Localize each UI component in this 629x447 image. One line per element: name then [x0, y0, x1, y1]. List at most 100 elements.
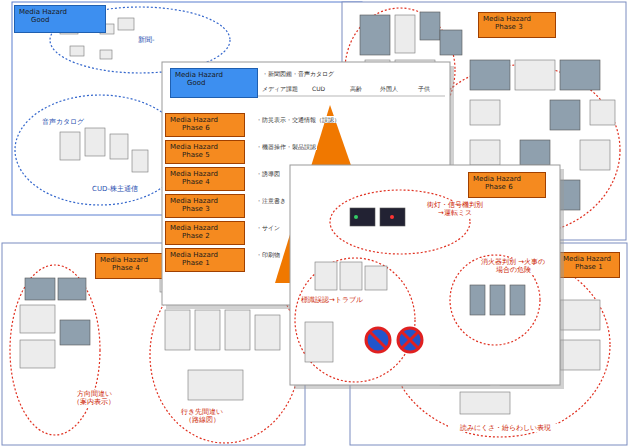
box-subtitle: Good: [175, 79, 253, 87]
annotation-text: ・サイン: [255, 224, 281, 231]
box-subtitle: Phase 6: [170, 124, 240, 132]
dotted-ellipse: [295, 258, 415, 382]
thumbnail: [550, 100, 580, 130]
thumbnail: [305, 322, 333, 362]
annotation-text: 子供: [418, 85, 430, 92]
annotation-text: CUD-株主通信: [92, 185, 138, 193]
thumbnail: [315, 262, 337, 290]
thumbnail: [255, 315, 280, 350]
thumbnail: [225, 310, 250, 350]
thumbnail: [460, 392, 510, 414]
thumbnail: [110, 134, 128, 159]
hazard-label-box: Media HazardPhase 3: [165, 194, 245, 218]
thumbnail: [20, 305, 55, 333]
hazard-label-box: Media HazardPhase 1: [558, 252, 620, 278]
annotation-text: 標識誤認→トラブル: [300, 296, 374, 304]
box-subtitle: Phase 3: [483, 23, 551, 31]
thumbnail: [100, 50, 112, 59]
box-heading: Media Hazard: [170, 170, 240, 178]
no-parking-sign: [366, 328, 390, 352]
table-rule: [258, 96, 445, 97]
thumbnail: [20, 340, 55, 368]
annotation-text: ・誘導図: [255, 170, 281, 177]
box-subtitle: Phase 4: [100, 264, 162, 272]
annotation-text: 行き先間違い（路線図）: [178, 408, 226, 425]
thumbnail: [520, 140, 550, 165]
thumbnail: [365, 266, 387, 290]
thumbnail: [510, 285, 525, 315]
hazard-label-box: Media HazardPhase 4: [165, 167, 245, 191]
thumbnail: [580, 140, 610, 170]
annotation-text: 消火器判別 →火事の場合の危険: [478, 258, 548, 275]
annotation-text: ・防災表示・交通情報（誤認）: [255, 116, 341, 123]
signal-light: [390, 215, 394, 219]
sign-slash: [370, 332, 386, 348]
box-subtitle: Phase 1: [563, 263, 615, 271]
box-heading: Media Hazard: [170, 143, 240, 151]
hazard-label-box: Media HazardPhase 5: [165, 140, 245, 164]
signal-light: [354, 215, 358, 219]
dotted-ellipse: [330, 190, 470, 254]
hazard-label-box: Media HazardPhase 6: [468, 172, 546, 198]
thumbnail: [58, 278, 86, 300]
annotation-text: メディア課題: [262, 85, 298, 92]
thumbnail: [70, 46, 84, 56]
box-subtitle: Phase 2: [170, 232, 240, 240]
thumbnail: [188, 370, 243, 400]
annotation-text: 高齢: [350, 85, 362, 92]
annotation-text: ・新聞図鑑・音声カタログ: [262, 70, 334, 77]
annotation-text: 新聞-: [138, 36, 155, 44]
annotation-text: ・機器操作・製品誤認: [255, 143, 317, 150]
box-heading: Media Hazard: [19, 8, 101, 16]
thumbnail: [25, 278, 55, 300]
thumbnail: [118, 18, 134, 30]
annotation-text: 外国人: [380, 85, 398, 92]
thumbnail: [470, 100, 500, 125]
hazard-label-box: Media HazardPhase 6: [165, 113, 245, 137]
thumbnail: [60, 320, 90, 345]
annotation-text: 街灯・信号機判別 →運転ミス: [423, 201, 487, 218]
thumbnail: [340, 262, 362, 290]
thumbnail: [132, 150, 148, 172]
box-subtitle: Good: [19, 16, 101, 24]
box-heading: Media Hazard: [170, 224, 240, 232]
thumbnail: [360, 15, 390, 55]
dotted-ellipse: [10, 265, 100, 435]
thumbnail: [590, 100, 615, 125]
box-subtitle: Phase 6: [473, 183, 541, 191]
thumbnail: [380, 208, 405, 226]
box-subtitle: Phase 5: [170, 151, 240, 159]
annotation-text: 読みにくさ・紛らわしい表現: [448, 424, 562, 432]
thumbnail: [350, 208, 375, 226]
thumbnail: [395, 15, 415, 53]
thumbnail: [440, 30, 462, 55]
box-heading: Media Hazard: [483, 15, 551, 23]
annotation-text: ・注意書き: [255, 197, 287, 204]
thumbnail: [560, 300, 600, 330]
box-subtitle: Phase 1: [170, 259, 240, 267]
hazard-label-box: Media HazardPhase 3: [478, 12, 556, 38]
slide-frame: [290, 165, 560, 385]
thumbnail: [195, 310, 220, 350]
box-subtitle: Phase 3: [170, 205, 240, 213]
box-heading: Media Hazard: [170, 116, 240, 124]
no-stopping-sign: [398, 328, 422, 352]
thumbnail: [470, 60, 510, 90]
hazard-label-box: Media HazardPhase 4: [95, 253, 167, 279]
hazard-label-box: Media HazardGood: [170, 68, 258, 98]
thumbnail: [85, 128, 105, 156]
thumbnail: [515, 60, 555, 90]
box-subtitle: Phase 4: [170, 178, 240, 186]
annotation-text: 音声カタログ: [42, 118, 84, 126]
hazard-label-box: Media HazardPhase 1: [165, 248, 245, 272]
box-heading: Media Hazard: [170, 197, 240, 205]
hazard-label-box: Media HazardGood: [14, 5, 106, 33]
box-heading: Media Hazard: [473, 175, 541, 183]
thumbnail: [490, 285, 505, 315]
thumbnail: [60, 132, 80, 160]
dotted-ellipse: [15, 95, 185, 205]
box-heading: Media Hazard: [100, 256, 162, 264]
box-heading: Media Hazard: [170, 251, 240, 259]
